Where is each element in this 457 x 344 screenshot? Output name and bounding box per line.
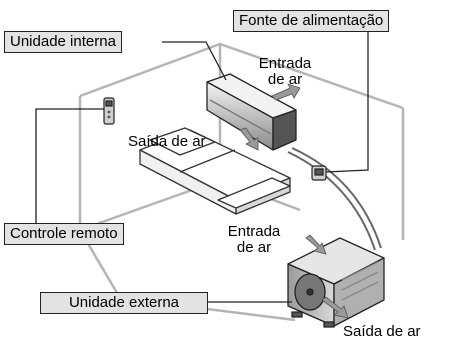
remote-control-label: Controle remoto	[4, 223, 124, 245]
outdoor-unit-label: Unidade externa	[40, 292, 208, 314]
indoor-intake-label: Entrada de ar	[253, 56, 317, 88]
outdoor-outlet-arrow	[321, 296, 349, 319]
outdoor-intake-label-line2: de ar	[236, 239, 272, 256]
remote-control	[103, 97, 115, 125]
indoor-outlet-label: Saída de ar	[128, 134, 206, 150]
indoor-unit-label: Unidade interna	[4, 31, 122, 53]
indoor-intake-label-line1: Entrada	[258, 55, 312, 72]
indoor-intake-arrow	[271, 83, 301, 101]
outdoor-intake-arrow	[305, 234, 327, 255]
outdoor-intake-label: Entrada de ar	[222, 224, 286, 256]
power-supply-label: Fonte de alimentação	[233, 10, 390, 32]
outdoor-outlet-label: Saída de ar	[343, 324, 421, 340]
indoor-unit	[206, 73, 297, 151]
outdoor-unit	[287, 237, 385, 328]
indoor-outlet-label-text: Saída de ar	[128, 133, 206, 150]
refrigerant-pipes	[287, 147, 382, 251]
indoor-outlet-arrow	[239, 127, 259, 151]
outdoor-outlet-label-text: Saída de ar	[343, 323, 421, 340]
outdoor-intake-label-line1: Entrada	[227, 223, 281, 240]
bed	[139, 127, 291, 215]
power-supply-device	[311, 165, 327, 181]
indoor-intake-label-line2: de ar	[267, 71, 303, 88]
leader-lines	[35, 31, 369, 303]
